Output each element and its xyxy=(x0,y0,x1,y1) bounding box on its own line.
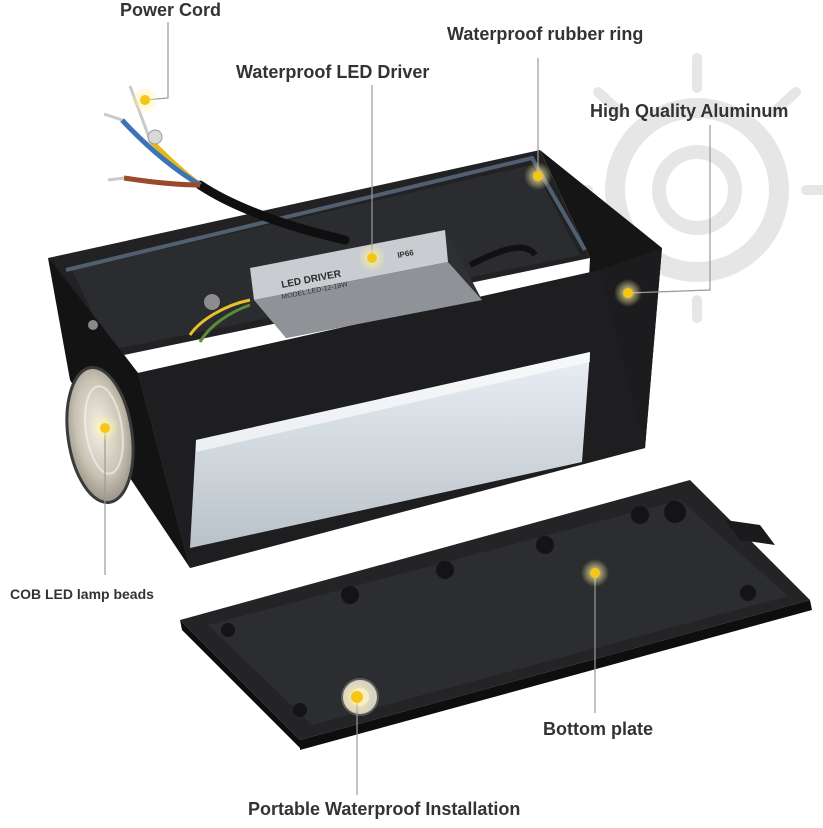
callout-portable-waterproof-installation: Portable Waterproof Installation xyxy=(248,799,521,819)
callout-high-quality-aluminum: High Quality Aluminum xyxy=(590,101,789,121)
callout-cob-led-lamp-beads: COB LED lamp beads xyxy=(10,586,154,602)
driver-rating-text: IP66 xyxy=(397,248,415,260)
power-cord xyxy=(103,85,350,245)
callout-waterproof-led-driver: Waterproof LED Driver xyxy=(236,62,430,82)
callout-waterproof-rubber-ring: Waterproof rubber ring xyxy=(447,24,644,44)
leader-lines xyxy=(104,22,711,795)
callout-bottom-plate: Bottom plate xyxy=(543,719,653,739)
lamp-housing xyxy=(48,150,662,568)
bottom-plate xyxy=(180,480,812,750)
led-driver: LED DRIVER MODEL:LED-12-18W IP66 xyxy=(188,230,538,343)
callout-markers xyxy=(91,86,642,713)
callout-power-cord: Power Cord xyxy=(120,0,222,20)
